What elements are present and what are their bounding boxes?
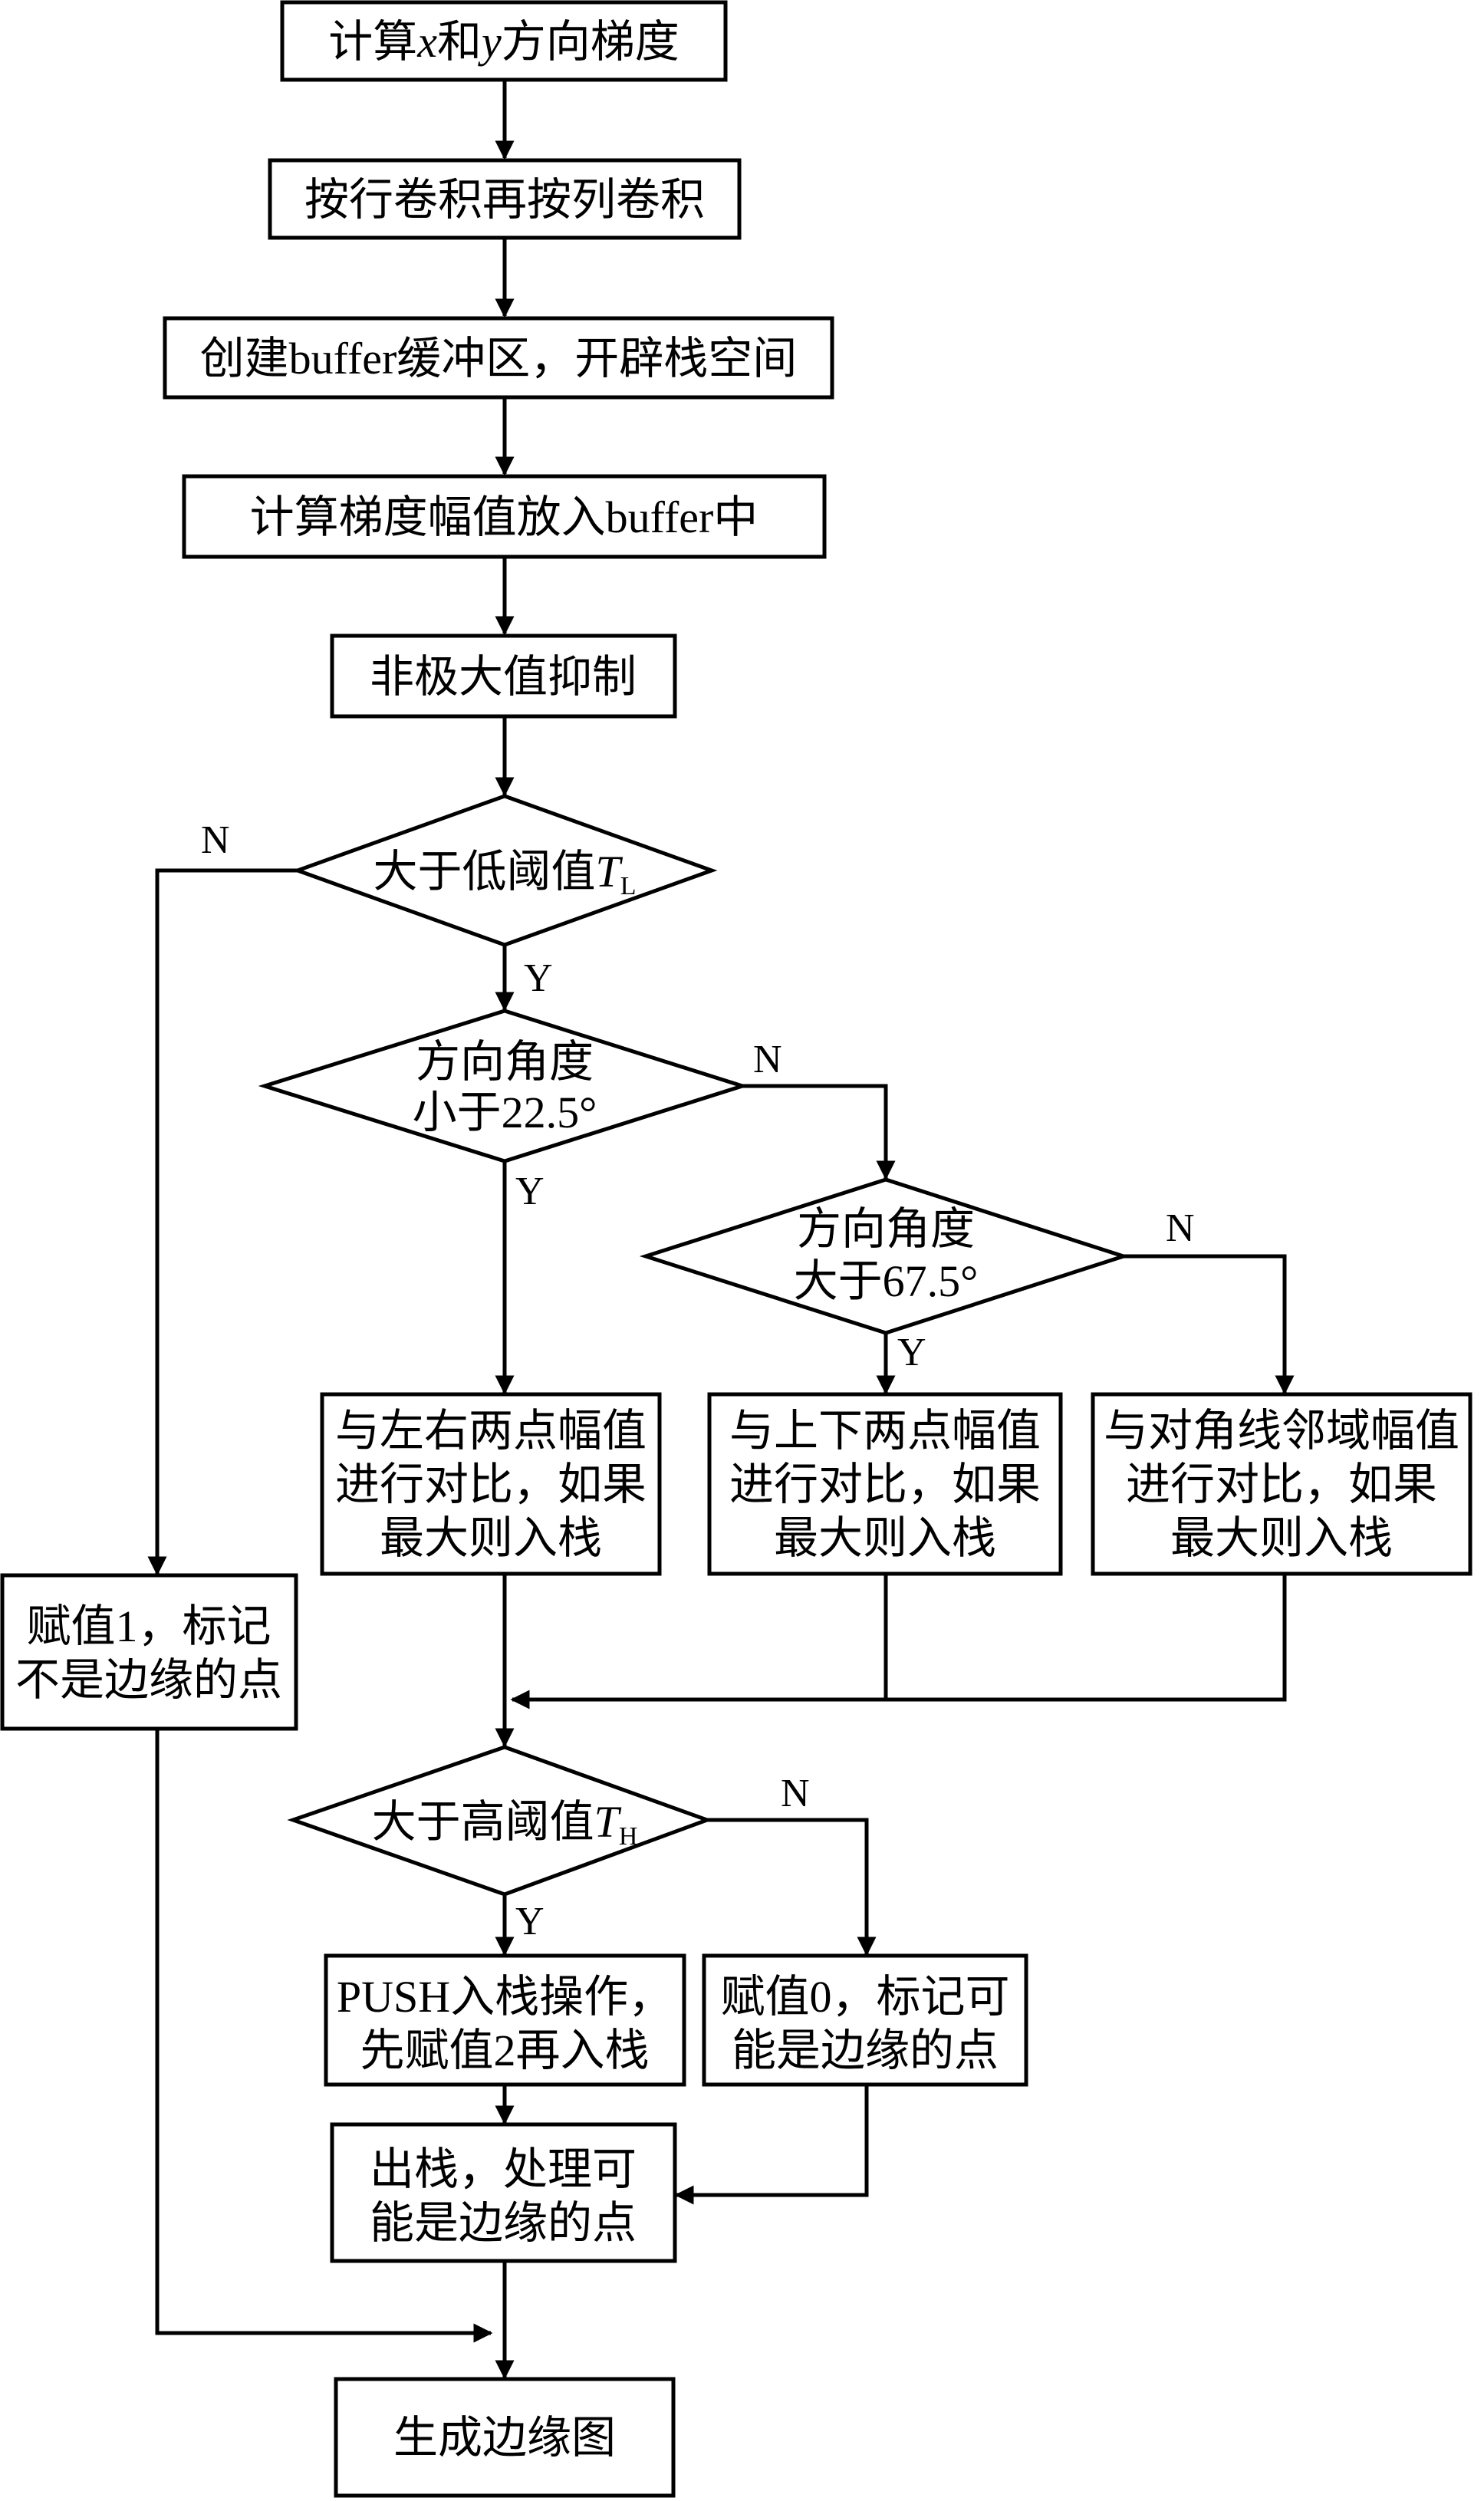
svg-text:进行对比，如果: 进行对比，如果 — [335, 1459, 647, 1509]
node-push-stack: PUSH入栈操作， 先赋值2再入栈 — [324, 1953, 686, 2087]
svg-text:小于22.5°: 小于22.5° — [413, 1088, 597, 1137]
decision-angle-lt: 方向角度 小于22.5° — [258, 1009, 749, 1163]
label-low-yes: Y — [524, 956, 553, 1000]
branch-labels: N Y N Y N Y N Y — [201, 818, 1195, 1943]
svg-text:方向角度: 方向角度 — [797, 1204, 975, 1254]
arrow-angle-gt-no — [1124, 1254, 1295, 1395]
label-angle-lt-yes: Y — [515, 1170, 545, 1213]
svg-text:与对角线邻域幅值: 与对角线邻域幅值 — [1104, 1406, 1459, 1456]
svg-text:不是边缘的点: 不是边缘的点 — [15, 1655, 282, 1705]
svg-text:按行卷积再按列卷积: 按行卷积再按列卷积 — [304, 175, 705, 225]
arrow-high-threshold-no — [707, 1818, 877, 1956]
svg-text:创建buffer缓冲区，开辟栈空间: 创建buffer缓冲区，开辟栈空间 — [200, 334, 798, 383]
svg-text:进行对比，如果: 进行对比，如果 — [1126, 1459, 1437, 1509]
label-high-yes: Y — [515, 1900, 545, 1943]
decision-high-threshold: 大于高阈值TH — [287, 1745, 713, 1897]
label-angle-gt-yes: Y — [897, 1331, 926, 1374]
line-compare-ud-down — [512, 1574, 888, 1702]
svg-text:与上下两点幅值: 与上下两点幅值 — [729, 1406, 1041, 1456]
svg-text:出栈，处理可: 出栈，处理可 — [370, 2144, 637, 2194]
svg-text:赋值0，标记可: 赋值0，标记可 — [720, 1972, 1009, 2022]
svg-text:PUSH入栈操作，: PUSH入栈操作， — [337, 1972, 673, 2022]
arrow-angle-lt-no — [742, 1084, 896, 1180]
svg-text:赋值1，标记: 赋值1，标记 — [26, 1601, 271, 1651]
svg-text:非极大值抑制: 非极大值抑制 — [370, 652, 637, 702]
svg-text:先赋值2再入栈: 先赋值2再入栈 — [360, 2025, 649, 2075]
svg-text:计算x和y方向梯度: 计算x和y方向梯度 — [328, 17, 679, 67]
node-compare-diag: 与对角线邻域幅值 进行对比，如果 最大则入栈 — [1091, 1392, 1472, 1576]
svg-text:生成边缘图: 生成边缘图 — [393, 2413, 616, 2463]
svg-text:方向角度: 方向角度 — [416, 1037, 594, 1087]
svg-text:最大则入栈: 最大则入栈 — [380, 1513, 602, 1563]
svg-text:能是边缘的点: 能是边缘的点 — [370, 2198, 637, 2248]
svg-text:大于低阈值TL: 大于低阈值TL — [373, 847, 636, 900]
svg-text:大于67.5°: 大于67.5° — [794, 1256, 979, 1306]
label-high-no: N — [781, 1772, 810, 1815]
label-angle-gt-no: N — [1166, 1206, 1195, 1250]
node-gradient-magnitude: 计算梯度幅值放入buffer中 — [182, 474, 827, 559]
svg-text:最大则入栈: 最大则入栈 — [1170, 1513, 1393, 1563]
node-compare-lr: 与左右两点幅值 进行对比，如果 最大则入栈 — [320, 1392, 662, 1576]
node-pop-stack: 出栈，处理可 能是边缘的点 — [330, 2122, 677, 2263]
svg-text:与左右两点幅值: 与左右两点幅值 — [335, 1406, 647, 1456]
decision-low-threshold: 大于低阈值TL — [291, 794, 718, 947]
line-compare-diag-merge — [510, 1574, 1287, 1710]
node-compare-ud: 与上下两点幅值 进行对比，如果 最大则入栈 — [707, 1392, 1063, 1576]
node-compute-gradient: 计算x和y方向梯度 — [280, 0, 728, 82]
decision-angle-gt: 方向角度 大于67.5° — [639, 1177, 1130, 1335]
node-row-then-col-conv: 按行卷积再按列卷积 — [268, 158, 742, 240]
node-edge-map: 生成边缘图 — [334, 2377, 676, 2498]
svg-text:计算梯度幅值放入buffer中: 计算梯度幅值放入buffer中 — [250, 492, 758, 542]
node-create-buffer: 创建buffer缓冲区，开辟栈空间 — [163, 316, 834, 400]
line-assign-one-down — [155, 1729, 493, 2343]
node-assign-zero: 赋值0，标记可 能是边缘的点 — [702, 1953, 1028, 2087]
svg-text:大于高阈值TH: 大于高阈值TH — [372, 1797, 638, 1851]
label-low-no: N — [201, 818, 230, 862]
svg-text:最大则入栈: 最大则入栈 — [774, 1513, 996, 1563]
connectors — [147, 80, 1295, 2380]
svg-text:能是边缘的点: 能是边缘的点 — [732, 2025, 999, 2075]
arrow-assign-zero-to-pop — [674, 2085, 869, 2205]
svg-text:进行对比，如果: 进行对比，如果 — [729, 1459, 1041, 1509]
label-angle-lt-no: N — [753, 1038, 782, 1081]
node-assign-one: 赋值1，标记 不是边缘的点 — [0, 1573, 298, 1731]
node-nms: 非极大值抑制 — [330, 633, 677, 719]
arrow-low-threshold-no — [147, 868, 298, 1576]
